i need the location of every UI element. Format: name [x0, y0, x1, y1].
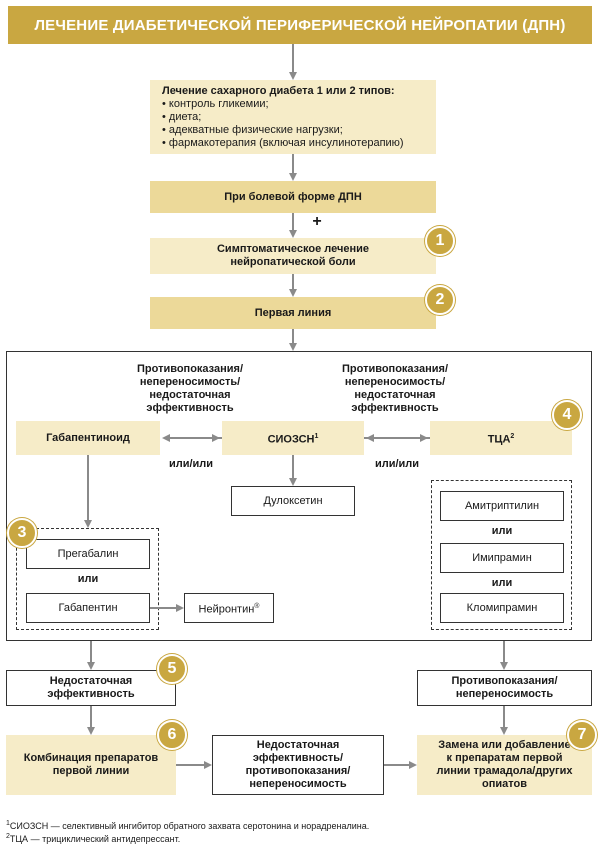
tca-label: ТЦА [487, 433, 511, 446]
amitriptyline-box: Амитриптилин [440, 491, 564, 521]
neurontin-registered-mark: ® [254, 602, 260, 610]
contra-right-l4: эффективность [351, 402, 439, 414]
page-title-text: ЛЕЧЕНИЕ ДИАБЕТИЧЕСКОЙ ПЕРИФЕРИЧЕСКОЙ НЕЙ… [34, 16, 566, 34]
clomipramine-box: Кломипрамин [440, 593, 564, 623]
middle-bottom-l2: эффективность/ [252, 752, 344, 764]
first-line-options-frame [6, 351, 592, 641]
step-badge-2: 2 [425, 285, 455, 315]
contra-bottom-l1: Противопоказания/ [451, 675, 558, 687]
or-left: или [77, 573, 99, 585]
list-item: контроль гликемии; [162, 98, 404, 111]
middle-bottom-l4: непереносимость [249, 778, 347, 790]
contra-right-l1: Противопоказания/ [342, 363, 448, 375]
diabetes-heading: Лечение сахарного диабета 1 или 2 типов: [162, 84, 395, 97]
or-right-1: или [491, 525, 513, 537]
duloxetine-label: Дулоксетин [263, 494, 323, 507]
replace-l3: линии трамадола/других [436, 765, 573, 777]
first-line-label: Первая линия [254, 306, 332, 319]
duloxetine-box: Дулоксетин [231, 486, 355, 516]
siozsn-footnote-mark: 1 [314, 432, 319, 440]
tca-box: ТЦА2 [430, 421, 572, 455]
step-badge-5: 5 [157, 654, 187, 684]
replace-l4: опиатов [482, 778, 527, 790]
tca-footnote-mark: 2 [510, 432, 515, 440]
step-badge-7: 7 [567, 720, 597, 750]
footnote-1-text: СИОЗСН — селективный ингибитор обратного… [9, 821, 370, 831]
siozsn-box: СИОЗСН1 [222, 421, 364, 455]
insufficient-l1: Недостаточная [49, 675, 133, 687]
replace-l1: Замена или добавление [438, 739, 571, 751]
footnote-1-mark: 1 [6, 820, 10, 827]
page-title: ЛЕЧЕНИЕ ДИАБЕТИЧЕСКОЙ ПЕРИФЕРИЧЕСКОЙ НЕЙ… [8, 6, 592, 44]
step-badge-3: 3 [7, 518, 37, 548]
insufficient-l2: эффективность [47, 688, 135, 700]
combination-l2: первой линии [52, 765, 130, 777]
middle-bottom-l3: противопоказания/ [245, 765, 351, 777]
contra-label-left: Противопоказания/ непереносимость/ недос… [120, 363, 260, 415]
contra-right-l2: непереносимость/ [344, 376, 446, 388]
combination-l1: Комбинация препаратов [23, 752, 159, 764]
list-item: фармакотерапия (включая инсулинотерапию) [162, 137, 404, 150]
footnote-2-text: ТЦА — трициклический антидепрессант. [9, 834, 181, 844]
pain-form-box: При болевой форме ДПН [150, 181, 436, 213]
replace-l2: к препаратам первой [446, 752, 563, 764]
contra-label-right: Противопоказания/ непереносимость/ недос… [325, 363, 465, 415]
diabetes-list: контроль гликемии; диета; адекватные физ… [162, 98, 404, 150]
gabapentin-label: Габапентин [58, 601, 118, 614]
contra-left-l4: эффективность [146, 402, 234, 414]
insufficient-contra-box: Недостаточная эффективность/ противопока… [212, 735, 384, 795]
gabapentinoid-label: Габапентиноид [46, 431, 130, 444]
gabapentinoid-box: Габапентиноид [16, 421, 160, 455]
gabapentin-box: Габапентин [26, 593, 150, 623]
contra-bottom-l2: непереносимость [455, 688, 554, 700]
pregabalin-box: Прегабалин [26, 539, 150, 569]
contraindications-box: Противопоказания/ непереносимость [417, 670, 592, 706]
step-badge-6: 6 [157, 720, 187, 750]
imipramine-box: Имипрамин [440, 543, 564, 573]
step-badge-4: 4 [552, 400, 582, 430]
combination-box: Комбинация препаратов первой линии [6, 735, 176, 795]
tca-group [431, 480, 572, 630]
diabetes-treatment-box: Лечение сахарного диабета 1 или 2 типов:… [150, 80, 436, 154]
first-line-box: Первая линия [150, 297, 436, 329]
pregabalin-label: Прегабалин [57, 547, 119, 560]
or-right-2: или [491, 577, 513, 589]
replacement-box: Замена или добавление к препаратам перво… [417, 735, 592, 795]
imipramine-label: Имипрамин [472, 551, 532, 564]
neurontin-box: Нейронтин® [184, 593, 274, 623]
list-item: адекватные физические нагрузки; [162, 124, 404, 137]
or-or-left: или/или [168, 458, 214, 470]
neurontin-label: Нейронтин [198, 603, 255, 616]
symptomatic-treatment-box: Симптоматическое лечение нейропатической… [150, 238, 436, 274]
list-item: диета; [162, 111, 404, 124]
contra-left-l2: непереносимость/ [139, 376, 241, 388]
footnote-1: 1СИОЗСН — селективный ингибитор обратног… [6, 818, 369, 832]
or-or-right: или/или [374, 458, 420, 470]
pain-form-label: При болевой форме ДПН [224, 190, 362, 203]
gabapentinoid-group [16, 528, 159, 630]
symptomatic-line1: Симптоматическое лечение [216, 243, 369, 255]
step-badge-1: 1 [425, 226, 455, 256]
insufficient-efficacy-box: Недостаточная эффективность [6, 670, 176, 706]
contra-left-l1: Противопоказания/ [137, 363, 243, 375]
plus-sign: + [312, 213, 322, 230]
footnote-2: 2ТЦА — трициклический антидепрессант. [6, 831, 180, 845]
symptomatic-line2: нейропатической боли [230, 256, 356, 268]
footnote-2-mark: 2 [6, 833, 10, 840]
clomipramine-label: Кломипрамин [466, 601, 538, 614]
amitriptyline-label: Амитриптилин [464, 499, 540, 512]
siozsn-label: СИОЗСН [267, 433, 315, 446]
contra-left-l3: недостаточная [149, 389, 231, 401]
contra-right-l3: недостаточная [354, 389, 436, 401]
middle-bottom-l1: Недостаточная [256, 739, 340, 751]
